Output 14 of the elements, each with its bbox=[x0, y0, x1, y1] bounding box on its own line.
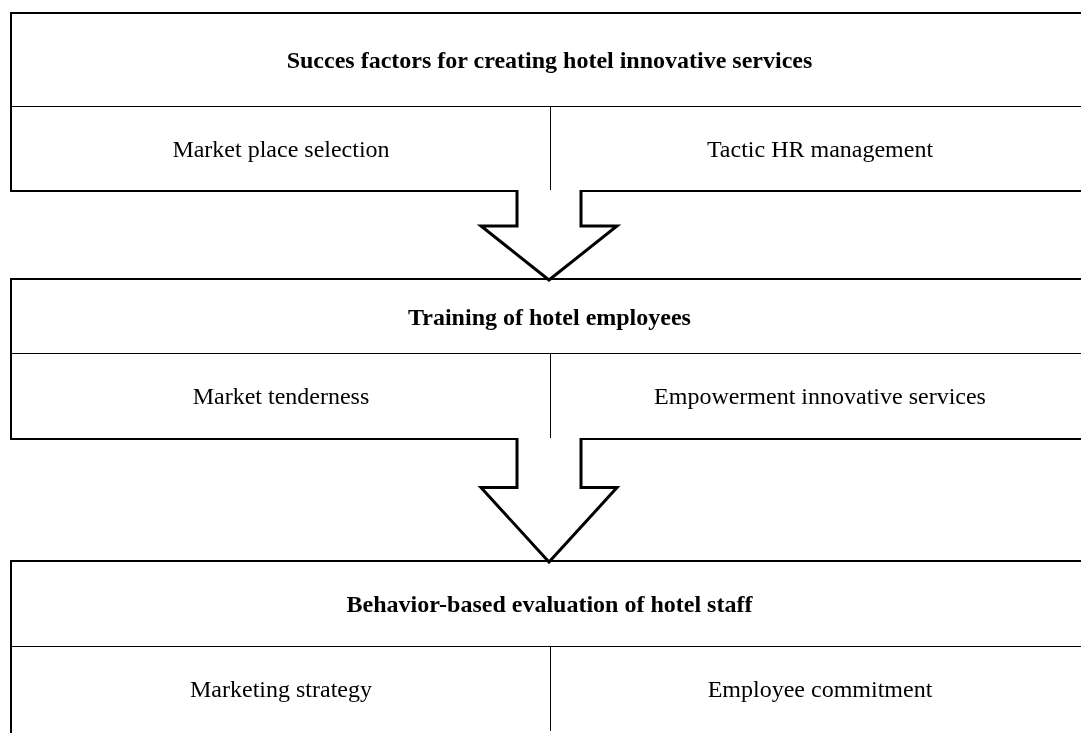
stage-box bbox=[10, 560, 1081, 733]
stage-box bbox=[10, 278, 1081, 440]
factor-text: Empowerment innovative services bbox=[654, 382, 986, 411]
factor-text: Employee commitment bbox=[707, 675, 933, 704]
factor-text: Tactic HR management bbox=[706, 134, 934, 164]
factor-text: Market place selection bbox=[172, 134, 390, 164]
factor-text: Market tenderness bbox=[192, 382, 370, 411]
block-arrow bbox=[477, 436, 621, 565]
stage-box bbox=[10, 12, 1081, 192]
block-arrow bbox=[476, 188, 622, 282]
stage-heading: Succes factors for creating hotel innovative services bbox=[286, 46, 813, 75]
stage-heading: Behavior-based evaluation of hotel staff bbox=[346, 590, 753, 619]
factor-text: Marketing strategy bbox=[190, 675, 372, 704]
stage-heading: Training of hotel employees bbox=[408, 302, 691, 332]
